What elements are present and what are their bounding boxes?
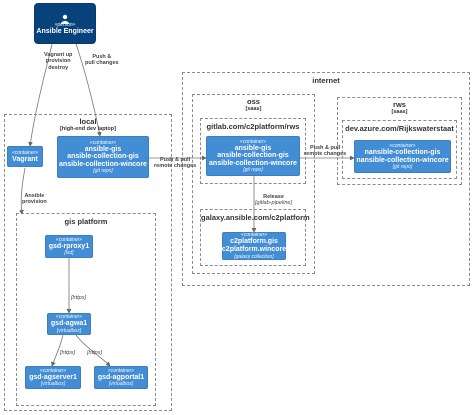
gitlab-repo-container: «container» ansible-gis ansible-collecti… <box>206 136 300 176</box>
https-2: [https] <box>60 350 75 356</box>
agwa-tech: [virtualbox] <box>56 327 82 334</box>
local-repo-tech: [git repo] <box>93 168 113 175</box>
local-repo-title-1: ansible-gis <box>84 145 122 153</box>
push-pull-remote-line-2: remote changes <box>154 163 197 170</box>
local-boundary: local [high-end dev laptop] <box>4 114 172 411</box>
person-name: Ansible Engineer <box>36 28 94 36</box>
gitlab-repo-stereotype: «container» <box>239 138 267 145</box>
internet-boundary: internet <box>182 72 470 286</box>
push-pull-rws-line-1: Push & pull <box>309 145 341 151</box>
local-repo-title-3: ansible-collection-wincore <box>59 160 147 168</box>
galaxy-title: galaxy.ansible.com/c2platform <box>201 213 310 222</box>
push-pull-remote-line-1: Push & pull <box>159 157 191 163</box>
ansible-provision-line-1: Ansible <box>24 193 45 199</box>
agserver-tech: [virtualbox] <box>40 381 66 388</box>
rproxy-title: gsd-rproxy1 <box>48 242 90 250</box>
rws-subtitle: [saas] <box>391 109 408 115</box>
galaxy-collection-tech: [galaxy collection] <box>234 253 274 260</box>
vagrant-up-label: Vagrant up provision destroy <box>44 52 72 71</box>
push-pull-person-label: Push & pull changes <box>85 54 119 67</box>
agwa-title: gsd-agwa1 <box>50 320 88 328</box>
vagrant-up-line-3: destroy <box>48 64 69 71</box>
local-title: local <box>79 117 97 126</box>
gitlab-repo-title-2: ansible-collection-gis <box>217 152 289 160</box>
agwa-stereotype: «container» <box>55 314 83 321</box>
vagrant-stereotype: «container» <box>11 149 39 156</box>
rws-boundary: rws [saas] <box>337 97 462 185</box>
azure-repo-tech: [git repo] <box>392 164 413 171</box>
https-3: [https] <box>87 350 102 356</box>
gis-platform-boundary: gis platform <box>16 213 156 406</box>
release-tech: [gitlab-pipeline] <box>255 200 292 207</box>
ansible-provision-line-2: provision <box>22 199 47 206</box>
push-pull-person-line-2: pull changes <box>85 60 119 67</box>
https-label-rproxy-agwa: [https] <box>71 295 86 301</box>
rproxy-tech: [lxd] <box>64 250 74 257</box>
azure-title: dev.azure.com/Rijkswaterstaat <box>345 124 454 133</box>
local-subtitle: [high-end dev laptop] <box>60 126 116 132</box>
gitlab-boundary: gitlab.com/c2platform/rws <box>200 118 306 184</box>
gitlab-title: gitlab.com/c2platform/rws <box>206 122 300 131</box>
local-repo-container: «container» ansible-gis ansible-collecti… <box>57 136 149 178</box>
push-pull-person-line-1: Push & <box>92 54 112 60</box>
edge-agwa-agportal <box>75 334 111 367</box>
edge-vagrant-up <box>28 43 53 147</box>
https-1: [https] <box>71 295 86 301</box>
azure-repo-stereotype: «container» <box>389 142 416 149</box>
galaxy-collection-title-2: c2platform.wincore <box>221 246 287 253</box>
azure-boundary: dev.azure.com/Rijkswaterstaat <box>342 120 457 179</box>
azure-repo-title-2: nansible-collection-wincore <box>356 156 449 164</box>
gsd-rproxy1-container: «container» gsd-rproxy1 [lxd] <box>45 235 93 258</box>
push-pull-rws-label: Push & pull remote changes <box>304 145 346 158</box>
https-label-agwa-agportal: [https] <box>87 350 102 356</box>
vagrant-up-line-1: Vagrant up <box>44 52 73 58</box>
gis-platform-title: gis platform <box>64 217 108 226</box>
push-pull-rws-line-2: remote changes <box>304 151 347 158</box>
gitlab-repo-title-3: ansible-collection-wincore <box>209 159 297 167</box>
edge-person-repo <box>75 43 102 137</box>
ansible-provision-label: Ansible provision <box>22 193 47 206</box>
https-label-agwa-agserver: [https] <box>60 350 75 356</box>
ansible-engineer-person: «person» Ansible Engineer <box>34 3 96 44</box>
gsd-agportal1-container: «container» gsd-agportal1 [virtualbox] <box>94 366 148 389</box>
release-line-1: Release <box>263 194 284 200</box>
internet-title: internet <box>312 76 340 85</box>
azure-repo-container: «container» nansible-collection-gis nans… <box>354 140 451 173</box>
galaxy-collection-stereotype: «container» <box>240 232 268 239</box>
rws-title: rws <box>393 100 406 109</box>
person-icon <box>60 11 70 25</box>
oss-boundary: oss [saas] <box>192 94 315 274</box>
gitlab-repo-title-1: ansible-gis <box>234 144 272 152</box>
agportal-title: gsd-agportal1 <box>97 373 145 381</box>
local-repo-stereotype: «container» <box>89 139 117 146</box>
rproxy-stereotype: «container» <box>55 236 83 243</box>
galaxy-collection-container: «container» c2platform.gis c2platform.wi… <box>222 232 286 260</box>
vagrant-container: «container» Vagrant <box>7 146 43 167</box>
release-label: Release [gitlab-pipeline] <box>255 194 292 207</box>
person-stereotype: «person» <box>54 22 76 29</box>
gsd-agwa1-container: «container» gsd-agwa1 [virtualbox] <box>47 313 91 335</box>
agportal-stereotype: «container» <box>107 367 135 374</box>
edge-agwa-agserver <box>51 334 64 367</box>
azure-repo-title-1: nansible-collection-gis <box>364 148 441 156</box>
vagrant-up-line-2: provision <box>45 58 71 65</box>
push-pull-remote-label: Push & pull remote changes <box>154 157 196 170</box>
oss-subtitle: [saas] <box>245 106 262 112</box>
vagrant-title: Vagrant <box>12 155 38 163</box>
local-repo-title-2: ansible-collection-gis <box>67 153 139 161</box>
agportal-tech: [virtualbox] <box>108 381 134 388</box>
gitlab-repo-tech: [git repo] <box>243 167 263 174</box>
galaxy-boundary: galaxy.ansible.com/c2platform <box>200 209 310 266</box>
gsd-agserver1-container: «container» gsd-agserver1 [virtualbox] <box>25 366 81 389</box>
agserver-stereotype: «container» <box>39 367 67 374</box>
oss-title: oss <box>247 97 260 106</box>
agserver-title: gsd-agserver1 <box>29 373 77 381</box>
edge-vagrant-gis <box>19 167 26 215</box>
galaxy-collection-title-1: c2platform.gis <box>230 238 278 246</box>
